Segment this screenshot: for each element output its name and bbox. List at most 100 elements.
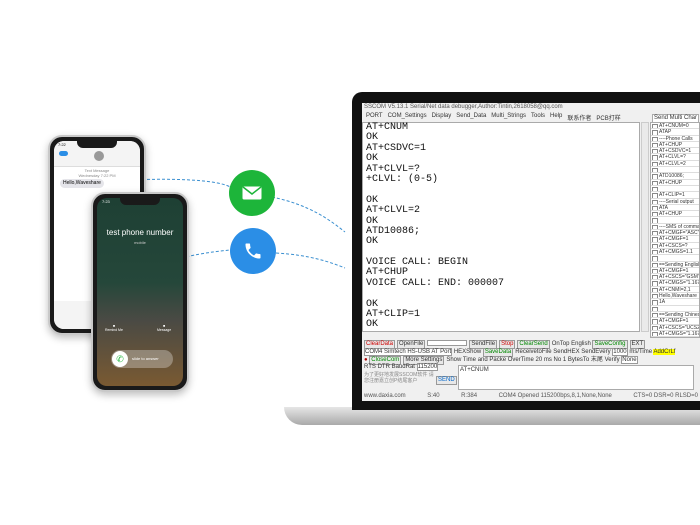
- multi-string-item[interactable]: AT+CMGF="ASC": [651, 230, 699, 237]
- multi-string-item[interactable]: AT+CHUP: [651, 180, 699, 186]
- ms-no-label: ms No: [543, 357, 562, 363]
- verify-select[interactable]: None: [621, 356, 638, 364]
- terminal-line: OK: [366, 153, 379, 165]
- show-time-checkbox[interactable]: Show Time and Packe: [446, 357, 507, 363]
- terminal-line: AT+CHUP: [366, 267, 409, 279]
- multi-string-item[interactable]: [651, 255, 699, 262]
- sms-date: Wednesday 7:22 PM: [78, 173, 116, 178]
- slide-to-answer[interactable]: ✆ slide to answer: [111, 350, 173, 368]
- multi-string-item[interactable]: [651, 167, 699, 174]
- multi-string-item[interactable]: AT+CHUP: [651, 142, 699, 149]
- answer-icon[interactable]: ✆: [112, 351, 128, 367]
- status-time: 7:22: [58, 142, 66, 147]
- multi-string-item[interactable]: AT+CSCS=?: [651, 243, 699, 249]
- multi-string-item[interactable]: ----SMS of commands: [651, 224, 699, 231]
- menu-item[interactable]: Display: [431, 113, 452, 119]
- ms-label: ms/Time: [629, 349, 653, 355]
- multi-string-item[interactable]: AT+CHUP: [651, 211, 699, 218]
- promo-text: 为了更好地发展SSCOM软件 请您注册嘉立创P结尾客户: [364, 372, 434, 384]
- multi-string-item[interactable]: AT+CSCS="GSM": [651, 274, 699, 281]
- terminal-line: AT+CLVL=2: [366, 205, 421, 217]
- phone-call-icon: [230, 228, 276, 274]
- interval-input[interactable]: 1000: [612, 348, 628, 356]
- laptop: SSCOM V5.13.1 Serial/Net data debugger,A…: [352, 92, 700, 410]
- multi-string-item[interactable]: AT+CMGF=1: [651, 318, 699, 325]
- menu-item[interactable]: Help: [550, 113, 563, 119]
- terminal-line: OK: [366, 236, 379, 248]
- save-data-button[interactable]: SaveData: [482, 348, 514, 357]
- multi-string-item[interactable]: AT+CSDVC=1: [651, 148, 699, 155]
- menu-item[interactable]: Tools: [530, 113, 545, 119]
- terminal-line: [366, 185, 636, 195]
- status-site[interactable]: www.daxia.com: [364, 393, 406, 399]
- menu-item[interactable]: PORT: [366, 113, 383, 119]
- sms-label: Text Message: [84, 168, 110, 173]
- sms-bubble: Hello,Waveshare: [60, 179, 104, 188]
- multi-string-item[interactable]: AT+CMGF=1: [651, 268, 699, 275]
- phone-call: 7:23 test phone number mobile ■Remind Me…: [91, 192, 189, 392]
- hex-show-checkbox[interactable]: HEXShow: [453, 349, 482, 355]
- send-every-checkbox[interactable]: SendEvery: [581, 349, 611, 355]
- back-icon[interactable]: [59, 151, 68, 156]
- multi-string-item[interactable]: ----Serial output: [651, 199, 699, 205]
- terminal-line: VOICE CALL: END: 000007: [366, 277, 505, 289]
- multi-string-item[interactable]: AT+CMGS="1.167.0.0": [651, 280, 699, 287]
- rts-checkbox[interactable]: RTS: [364, 364, 376, 370]
- multi-string-item[interactable]: AT+CMGF=1: [651, 236, 699, 243]
- file-path-input[interactable]: [427, 340, 468, 347]
- terminal-line: AT+CLVL=?: [366, 163, 421, 175]
- overtime-input[interactable]: 20: [535, 357, 543, 363]
- terminal-scrollbar[interactable]: [641, 122, 649, 332]
- multi-string-item[interactable]: ----Phone Calls: [651, 136, 699, 142]
- dtr-checkbox[interactable]: DTR: [377, 364, 390, 370]
- terminal-line: OK: [366, 194, 379, 206]
- baud-select[interactable]: 115200: [416, 363, 439, 371]
- multi-string-item[interactable]: ATD10086;: [651, 173, 699, 180]
- terminal-line: ATD10086;: [366, 225, 421, 237]
- bytes-input[interactable]: 1: [562, 357, 567, 363]
- multi-string-item[interactable]: [651, 306, 699, 312]
- receive-to-file-checkbox[interactable]: ReceivetoFile: [515, 349, 552, 355]
- multi-string-item[interactable]: [651, 186, 699, 193]
- menu-item[interactable]: PCB打样: [596, 116, 621, 122]
- send-input[interactable]: AT+CNUM: [458, 365, 694, 390]
- remind-button[interactable]: ■Remind Me: [105, 324, 123, 332]
- send-button[interactable]: SEND: [436, 376, 457, 385]
- menu-item[interactable]: Send_Data: [456, 113, 487, 119]
- status-port: COM4 Opened 115200bps,8,1,None,None: [498, 393, 612, 399]
- multi-string-item[interactable]: AT+CLIP=1: [651, 192, 699, 199]
- call-connector-right: [275, 252, 346, 269]
- multi-string-item[interactable]: AT+CNUM=0: [651, 123, 699, 130]
- message-button[interactable]: ■Message: [157, 324, 172, 332]
- close-com-button[interactable]: CloseCom: [369, 356, 402, 365]
- menu-item[interactable]: 联系作者: [567, 116, 592, 122]
- english-checkbox[interactable]: English: [571, 341, 591, 347]
- send-hex-checkbox[interactable]: SendHEX: [553, 349, 580, 355]
- multi-string-item[interactable]: 1A: [651, 299, 699, 306]
- add-crlf-checkbox[interactable]: AddCrLf: [653, 349, 676, 355]
- menu-item[interactable]: Multi_Strings: [491, 113, 526, 119]
- multi-string-item[interactable]: ==Sending Chinese==: [651, 312, 699, 319]
- com-port-select[interactable]: COM4 Simtech HS-USB AT Port: [364, 348, 453, 356]
- multi-string-item[interactable]: Hello,Waveshare: [651, 293, 699, 300]
- multi-string-item[interactable]: AT+CLVL=2: [651, 161, 699, 168]
- caller-name: test phone number: [106, 228, 174, 237]
- multi-string-item[interactable]: AT+CNMI=2,1: [651, 287, 699, 294]
- terminal-line: OK: [366, 215, 379, 227]
- multi-string-item[interactable]: AT+CMGS=1.1: [651, 249, 699, 256]
- multi-string-item[interactable]: ==Sending English==: [651, 262, 699, 268]
- ontop-checkbox[interactable]: OnTop: [551, 341, 570, 347]
- clear-send-button[interactable]: ClearSend: [517, 340, 550, 349]
- check-select[interactable]: 末尾: [590, 357, 603, 363]
- save-config-button[interactable]: SaveConfig: [592, 340, 628, 349]
- multi-string-item[interactable]: [651, 217, 699, 224]
- message-label: Message: [157, 328, 172, 332]
- terminal-line: +CLVL: (0-5): [366, 173, 439, 185]
- multi-string-item[interactable]: ATA: [651, 205, 699, 212]
- multi-string-item[interactable]: ATAP: [651, 129, 699, 136]
- menu-item[interactable]: COM_Settings: [387, 113, 427, 119]
- ext-button[interactable]: EXT: [629, 340, 646, 349]
- multi-string-item[interactable]: AT+CSCS="UCS2": [651, 325, 699, 331]
- multi-string-item[interactable]: AT+CMGS="1.167.0.0": [651, 331, 699, 338]
- multi-string-item[interactable]: AT+CLVL=?: [651, 154, 699, 161]
